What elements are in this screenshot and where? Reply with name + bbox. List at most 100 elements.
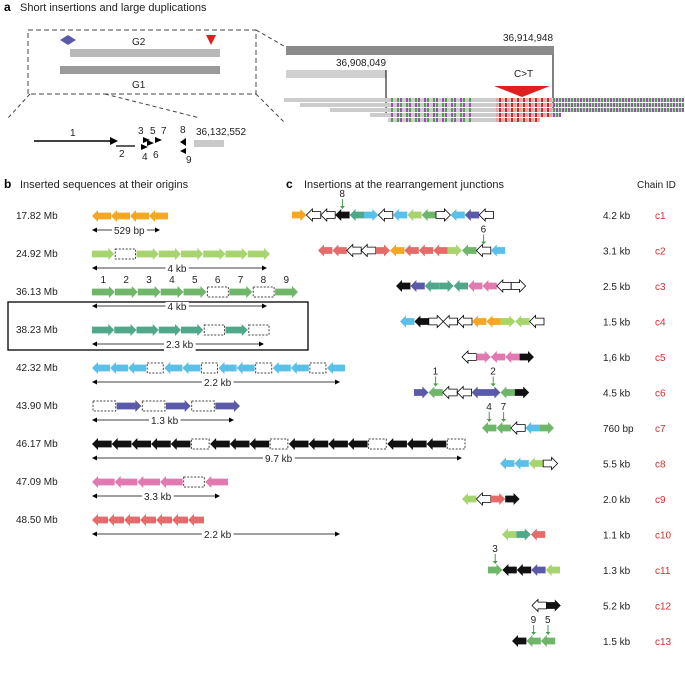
base-mismatch	[649, 108, 651, 112]
base-mismatch	[670, 103, 672, 107]
junction-arrow	[360, 243, 377, 258]
base-mismatch	[511, 113, 513, 117]
deleted-segment	[141, 400, 166, 412]
base-mismatch	[418, 108, 420, 112]
base-mismatch	[433, 118, 435, 122]
base-mismatch	[460, 98, 462, 102]
base-mismatch	[550, 98, 552, 102]
deleted-segment	[206, 286, 229, 298]
base-mismatch	[655, 98, 657, 102]
base-mismatch	[643, 98, 645, 102]
base-mismatch	[499, 98, 501, 102]
base-mismatch	[442, 103, 444, 107]
arrow-num-3: 3	[138, 126, 144, 137]
junction-arrow	[515, 315, 530, 328]
base-mismatch	[589, 103, 591, 107]
base-mismatch	[538, 118, 540, 122]
scale-size: 4 kb	[168, 302, 187, 313]
panel-a-schematic: G2 G1 1 2 3 5 7 4 6 8 9 36,132,552	[7, 29, 285, 166]
origin-number: 6	[481, 225, 487, 236]
base-mismatch	[568, 108, 570, 112]
base-mismatch	[631, 98, 633, 102]
base-mismatch	[409, 108, 411, 112]
base-mismatch	[559, 113, 561, 117]
chain-id: c9	[655, 495, 666, 506]
base-mismatch	[469, 118, 471, 122]
base-mismatch	[514, 118, 516, 122]
base-mismatch	[427, 98, 429, 102]
junction-arrow	[486, 386, 501, 399]
deleted-segment	[190, 438, 210, 450]
base-mismatch	[445, 113, 447, 117]
junction-arrow	[453, 280, 468, 292]
junction-arrow	[478, 208, 495, 222]
repeat-arrow	[229, 438, 250, 450]
junction-arrow	[468, 280, 483, 292]
base-mismatch	[436, 113, 438, 117]
junction-arrow	[516, 528, 531, 541]
base-mismatch	[541, 103, 543, 107]
junction-arrow	[464, 209, 480, 221]
base-mismatch	[427, 113, 429, 117]
base-mismatch	[451, 118, 453, 122]
base-mismatch	[535, 103, 537, 107]
junction-arrow	[496, 279, 512, 293]
scale-size: 9.7 kb	[265, 454, 293, 465]
coord-mid: 36,908,049	[336, 58, 386, 69]
base-mismatch	[496, 98, 498, 102]
repeat-arrow	[92, 248, 115, 260]
base-mismatch	[676, 98, 678, 102]
junction-arrow	[471, 386, 486, 399]
base-mismatch	[436, 98, 438, 102]
origin-position: 42.32 Mb	[16, 363, 58, 374]
repeat-arrow	[136, 248, 159, 260]
alignment-mid-bar	[286, 70, 386, 78]
base-mismatch	[502, 103, 504, 107]
base-mismatch	[436, 118, 438, 122]
base-mismatch	[502, 98, 504, 102]
arrow-num-4: 4	[142, 152, 148, 163]
base-mismatch	[511, 103, 513, 107]
base-mismatch	[505, 98, 507, 102]
base-mismatch	[406, 103, 408, 107]
base-mismatch	[538, 98, 540, 102]
base-mismatch	[532, 113, 534, 117]
insertion-size: 760 bp	[603, 424, 634, 435]
base-mismatch	[598, 108, 600, 112]
base-mismatch	[619, 103, 621, 107]
base-mismatch	[391, 98, 393, 102]
junction-arrow	[462, 244, 477, 257]
base-mismatch	[424, 108, 426, 112]
base-mismatch	[508, 113, 510, 117]
coord-top: 36,914,948	[503, 33, 553, 44]
base-mismatch	[445, 103, 447, 107]
junction-arrow	[542, 456, 559, 471]
base-mismatch	[496, 113, 498, 117]
base-mismatch	[520, 118, 522, 122]
deleted-segment	[446, 438, 466, 450]
insertion-size: 5.2 kb	[603, 602, 631, 613]
base-mismatch	[637, 103, 639, 107]
base-mismatch	[559, 103, 561, 107]
junction-arrow	[482, 422, 497, 434]
insertion-size: 4.5 kb	[603, 389, 631, 400]
base-mismatch	[544, 108, 546, 112]
base-mismatch	[682, 108, 684, 112]
base-mismatch	[601, 98, 603, 102]
base-mismatch	[622, 108, 624, 112]
base-mismatch	[523, 103, 525, 107]
arrow-num-5: 5	[150, 126, 156, 137]
origin-row: 43.90 Mb1.3 kb	[16, 400, 240, 427]
base-mismatch	[682, 103, 684, 107]
base-mismatch	[670, 98, 672, 102]
junction-arrow	[404, 244, 419, 257]
base-mismatch	[454, 98, 456, 102]
base-mismatch	[640, 98, 642, 102]
base-mismatch	[499, 103, 501, 107]
repeat-arrow	[111, 438, 132, 450]
junction-arrow	[392, 209, 408, 221]
repeat-arrow	[182, 362, 201, 374]
base-mismatch	[559, 108, 561, 112]
chain-id: c3	[655, 282, 666, 293]
